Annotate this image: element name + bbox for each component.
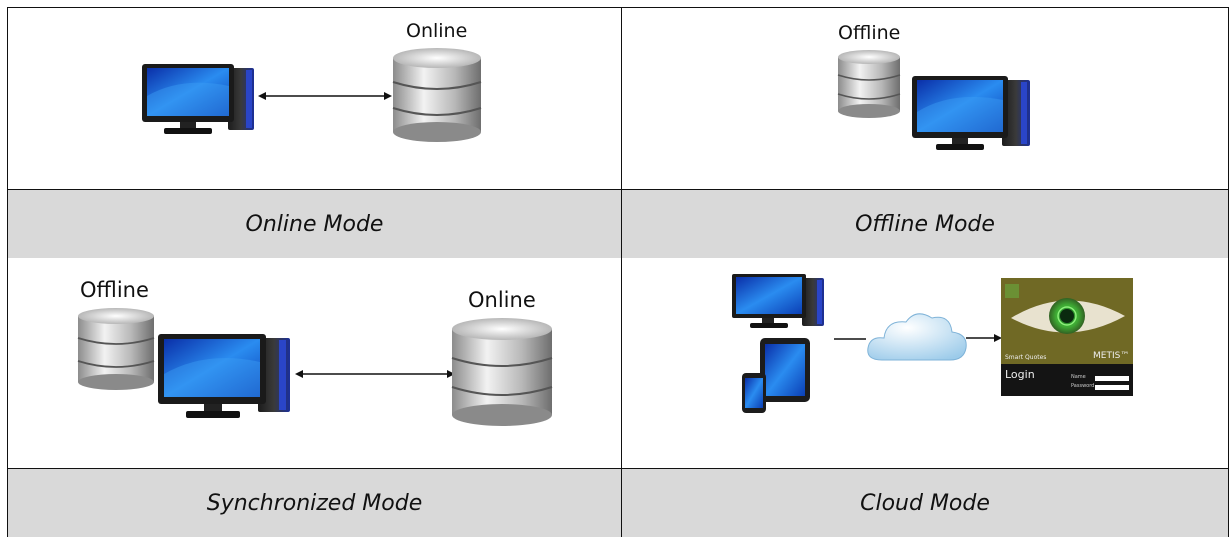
database-icon	[837, 50, 901, 118]
database-icon	[451, 318, 553, 426]
eye-image	[1001, 278, 1133, 396]
online-db-label: Online	[406, 20, 468, 42]
cloud-icon	[867, 313, 967, 361]
app-field-name-label: Name	[1071, 374, 1086, 380]
desktop-computer-icon	[912, 76, 1030, 150]
caption-synchronized-mode: Synchronized Mode	[8, 469, 621, 537]
caption-cloud-mode: Cloud Mode	[622, 469, 1228, 537]
app-login-screenshot: Smart Quotes METIS™ Login Name Password	[1001, 278, 1133, 396]
desktop-computer-icon	[142, 64, 254, 134]
column-divider	[621, 8, 622, 536]
arrow-icon	[966, 334, 1002, 342]
database-icon	[77, 308, 155, 390]
modes-table: Online Mode Offline Mode Synchronized Mo…	[7, 7, 1229, 537]
desktop-computer-icon	[158, 334, 290, 418]
app-brand: METIS™	[1093, 351, 1130, 361]
row-divider	[8, 468, 1228, 469]
app-field-password-label: Password	[1071, 383, 1095, 389]
sync-offline-label: Offline	[80, 278, 149, 302]
caption-offline-mode: Offline Mode	[622, 190, 1228, 258]
database-icon	[392, 48, 482, 142]
app-product-name: Smart Quotes	[1005, 354, 1047, 361]
caption-online-mode: Online Mode	[8, 190, 621, 258]
tablet-icon	[760, 338, 810, 402]
bidirectional-arrow-icon	[295, 370, 455, 378]
smartphone-icon	[742, 373, 766, 413]
row-divider	[8, 189, 1228, 190]
sync-online-label: Online	[468, 288, 536, 312]
desktop-computer-icon	[732, 274, 824, 328]
app-login-title: Login	[1005, 368, 1035, 381]
connector-line	[834, 338, 866, 340]
offline-db-label: Offline	[838, 22, 901, 44]
bidirectional-arrow-icon	[258, 92, 392, 100]
